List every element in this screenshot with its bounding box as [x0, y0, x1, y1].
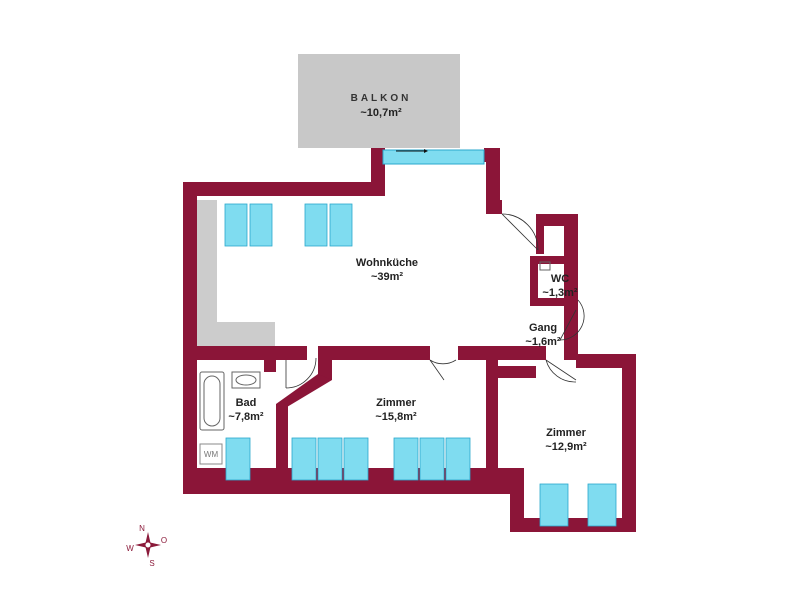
- zimmer2-area: ~12,9m²: [545, 441, 587, 453]
- wohnkueche-area: ~39m²: [371, 271, 403, 283]
- compass-rose-icon: N O S W: [126, 524, 167, 568]
- washing-machine-label: WM: [204, 450, 219, 459]
- gang-label: Gang: [529, 322, 557, 334]
- compass-w: W: [126, 544, 134, 553]
- zimmer1-label: Zimmer: [376, 397, 416, 409]
- bathtub: [199, 371, 225, 431]
- wohnkueche-label: Wohnküche: [356, 257, 418, 269]
- door-swings: [285, 213, 585, 389]
- toilet-icon: [539, 261, 551, 271]
- gang-area: ~1,6m²: [525, 336, 560, 348]
- washing-machine-icon: [199, 443, 223, 465]
- bad-area: ~7,8m²: [228, 411, 263, 423]
- wc-area: ~1,3m²: [542, 287, 577, 299]
- bad-label: Bad: [236, 397, 257, 409]
- balcony-area-label: ~10,7m²: [360, 107, 402, 119]
- wc-label: WC: [551, 273, 569, 285]
- compass-o: O: [161, 536, 167, 545]
- compass-s: S: [149, 559, 154, 568]
- washbasin: [231, 371, 261, 389]
- sliding-arrow-head: [424, 149, 428, 153]
- zimmer2-label: Zimmer: [546, 427, 586, 439]
- kitchen-counter: [197, 200, 275, 346]
- compass-n: N: [139, 524, 145, 533]
- kitchen-windows: [224, 203, 353, 247]
- zimmer1-area: ~15,8m²: [375, 411, 417, 423]
- zimmer1-windows: [225, 437, 471, 481]
- zimmer2-windows: [539, 483, 617, 527]
- balcony-label: BALKON: [351, 93, 412, 104]
- balcony-window: [382, 149, 485, 165]
- balcony-area: [298, 54, 460, 148]
